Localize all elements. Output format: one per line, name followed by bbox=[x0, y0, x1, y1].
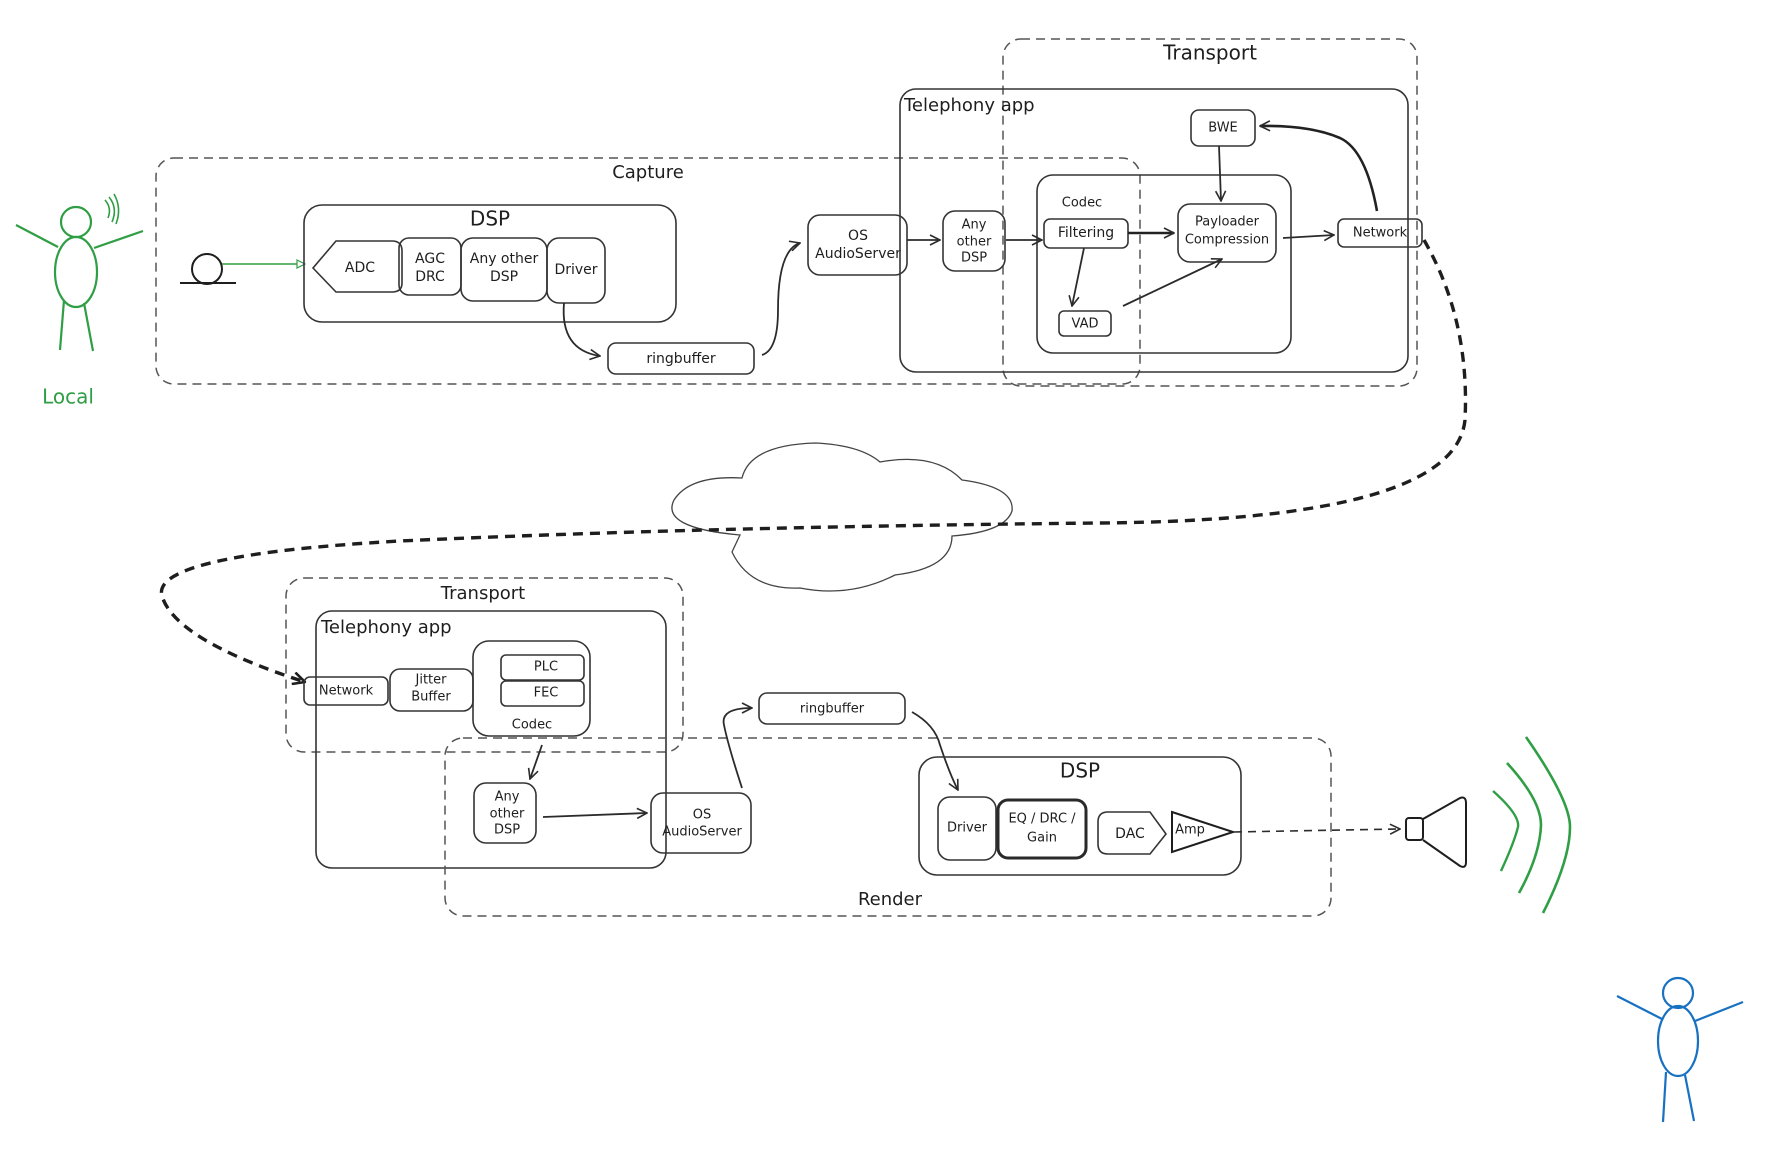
send-any-other-dsp-label-line2: other bbox=[957, 235, 992, 250]
send-transport-group bbox=[1002, 38, 1418, 387]
render-eq-block bbox=[996, 798, 1088, 860]
send-codec-container bbox=[1036, 174, 1292, 354]
cloud-icon bbox=[671, 442, 1013, 592]
vad-to-payloader-edge bbox=[1122, 259, 1222, 307]
ringbuffer-to-os-audioserver-edge bbox=[761, 243, 800, 356]
any-other-dsp-to-os-audioserver-edge bbox=[542, 813, 647, 817]
receive-any-other-dsp-label-line2: other bbox=[490, 807, 525, 822]
render-amp-block bbox=[1171, 810, 1237, 854]
send-any-other-dsp-label-line3: DSP bbox=[961, 251, 987, 266]
send-filtering-label: Filtering bbox=[1058, 225, 1114, 241]
receive-ringbuffer-label: ringbuffer bbox=[800, 702, 865, 717]
receive-telephony-app-label: Telephony app bbox=[320, 617, 452, 638]
receive-codec-label: Codec bbox=[512, 718, 552, 733]
capture-adc-label: ADC bbox=[345, 260, 375, 276]
send-os-audioserver-label-line1: OS bbox=[848, 228, 868, 244]
receive-os-audioserver-label-line2: AudioServer bbox=[662, 825, 742, 840]
capture-driver-label: Driver bbox=[554, 262, 597, 278]
send-codec-label: Codec bbox=[1062, 196, 1102, 211]
receive-os-audioserver-block bbox=[650, 792, 752, 854]
send-payloader-label-line1: Payloader bbox=[1195, 215, 1260, 230]
network-to-bwe-feedback-edge bbox=[1260, 126, 1379, 212]
receive-fec-block bbox=[500, 680, 585, 707]
render-eq-label-line2: Gain bbox=[1027, 831, 1057, 846]
receive-jitter-buffer-label-line1: Jitter bbox=[415, 673, 448, 688]
send-network-label: Network bbox=[1353, 226, 1408, 241]
send-telephony-app-container bbox=[899, 88, 1409, 373]
local-label: Local bbox=[42, 385, 94, 409]
render-eq-label-line1: EQ / DRC / bbox=[1008, 812, 1076, 827]
receive-os-audioserver-label-line1: OS bbox=[693, 808, 711, 823]
receive-codec-container bbox=[472, 640, 591, 737]
send-bwe-label: BWE bbox=[1208, 121, 1238, 136]
capture-driver-block bbox=[546, 237, 606, 304]
receive-transport-label: Transport bbox=[440, 583, 525, 604]
receive-ringbuffer-block bbox=[758, 692, 906, 725]
receive-network-block bbox=[303, 676, 389, 706]
receive-telephony-app-container bbox=[315, 610, 667, 869]
local-person-icon bbox=[15, 193, 144, 352]
send-network-block bbox=[1337, 218, 1423, 248]
payloader-to-network-edge bbox=[1282, 235, 1334, 238]
sound-waves-icon bbox=[1492, 736, 1572, 914]
driver-to-ringbuffer-edge bbox=[562, 302, 600, 356]
microphone-icon bbox=[180, 253, 236, 285]
capture-dsp-title: DSP bbox=[470, 207, 510, 231]
capture-other-dsp-label-line2: DSP bbox=[490, 269, 518, 285]
send-payloader-block bbox=[1177, 203, 1277, 263]
send-payloader-label-line2: Compression bbox=[1185, 233, 1269, 248]
render-group bbox=[444, 737, 1332, 917]
render-dac-block bbox=[1097, 811, 1168, 855]
send-os-audioserver-label-line2: AudioServer bbox=[815, 246, 901, 262]
capture-ringbuffer-block bbox=[607, 342, 755, 375]
receive-plc-block bbox=[500, 654, 585, 681]
receive-plc-label: PLC bbox=[534, 660, 558, 675]
send-any-other-dsp-block bbox=[942, 210, 1006, 272]
remote-person-icon bbox=[1616, 976, 1744, 1123]
capture-ringbuffer-label: ringbuffer bbox=[646, 351, 715, 367]
render-dac-label: DAC bbox=[1115, 826, 1145, 842]
receive-transport-group bbox=[285, 577, 684, 753]
send-os-audioserver-block bbox=[807, 214, 908, 276]
receive-any-other-dsp-block bbox=[473, 782, 537, 844]
send-telephony-app-label: Telephony app bbox=[903, 95, 1035, 116]
send-vad-block bbox=[1058, 310, 1112, 337]
render-group-label: Render bbox=[858, 889, 923, 910]
bwe-to-payloader-edge bbox=[1219, 145, 1221, 201]
codec-to-any-other-dsp-edge bbox=[530, 744, 543, 779]
receive-any-other-dsp-label-line3: DSP bbox=[494, 823, 520, 838]
speaker-icon bbox=[1405, 796, 1467, 868]
receive-network-label: Network bbox=[319, 684, 374, 699]
capture-group bbox=[155, 157, 1141, 385]
capture-group-label: Capture bbox=[612, 162, 684, 183]
ringbuffer-to-driver-edge bbox=[911, 711, 958, 790]
send-any-other-dsp-label-line1: Any bbox=[962, 218, 987, 233]
network-transmission-edge bbox=[159, 239, 1468, 682]
amp-to-speaker-edge bbox=[1233, 829, 1400, 832]
send-vad-label: VAD bbox=[1072, 317, 1099, 332]
os-audioserver-to-ringbuffer-edge bbox=[722, 708, 752, 789]
capture-agc-label-line2: DRC bbox=[415, 269, 445, 285]
render-dsp-title: DSP bbox=[1060, 759, 1100, 783]
capture-dsp-container bbox=[303, 204, 677, 323]
render-driver-block bbox=[937, 796, 997, 861]
capture-agc-label-line1: AGC bbox=[415, 251, 445, 267]
render-amp-label: Amp bbox=[1175, 823, 1205, 838]
filtering-to-vad-edge bbox=[1072, 247, 1085, 306]
render-dsp-container bbox=[918, 756, 1242, 876]
receive-fec-label: FEC bbox=[534, 686, 559, 701]
receive-jitter-buffer-label-line2: Buffer bbox=[411, 690, 451, 705]
capture-adc-block bbox=[311, 240, 403, 293]
send-bwe-block bbox=[1190, 109, 1256, 147]
capture-other-dsp-label-line1: Any other bbox=[470, 251, 539, 267]
receive-any-other-dsp-label-line1: Any bbox=[495, 790, 520, 805]
render-driver-label: Driver bbox=[947, 821, 988, 836]
send-transport-label: Transport bbox=[1162, 41, 1257, 65]
